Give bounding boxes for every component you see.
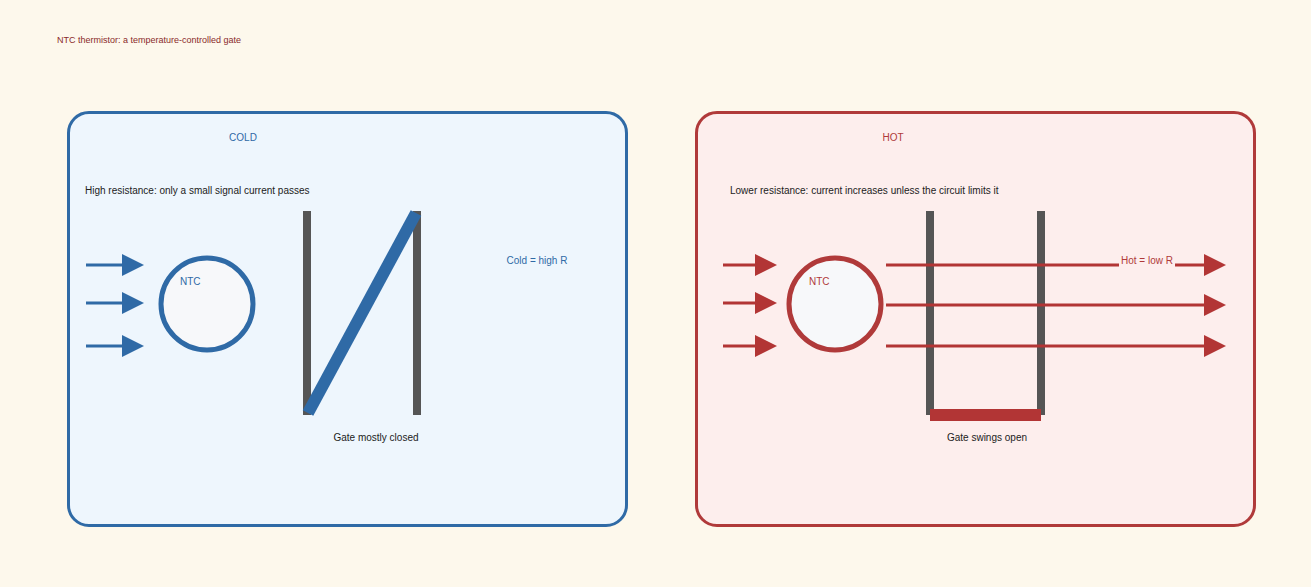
- ntc-circle: NTC: [157, 254, 257, 354]
- panel-heading: COLD: [229, 132, 257, 144]
- circle-outline: [785, 254, 885, 354]
- hot-gate: [926, 211, 1045, 421]
- panel-heading: HOT: [882, 132, 903, 144]
- circle-shape: [789, 258, 881, 350]
- component-label: NTC: [180, 276, 201, 288]
- gate-caption: Gate mostly closed: [333, 432, 418, 444]
- hot-panel: HOT Lower resistance: current increases u…: [695, 111, 1256, 527]
- cold-gate: [303, 211, 421, 415]
- state-label: Cold = high R: [507, 255, 568, 267]
- state-label: Hot = low R: [1119, 255, 1175, 267]
- circle-shape: [161, 258, 253, 350]
- cold-panel: COLD High resistance: only a small signal…: [67, 111, 628, 527]
- panel-note: Lower resistance: current increases unle…: [730, 185, 998, 197]
- hot-through-arrows: [886, 254, 1226, 357]
- panel-fill: [697, 113, 1255, 526]
- panel-fill: [69, 113, 627, 526]
- hot-arrows: [723, 254, 777, 357]
- diagram-title: NTC thermistor: a temperature-controlled…: [57, 34, 241, 46]
- cold-arrows: [86, 254, 144, 357]
- circle-outline: [157, 254, 257, 354]
- ntc-circle: NTC: [785, 254, 885, 354]
- gate-caption: Gate swings open: [947, 432, 1027, 444]
- panel-note: High resistance: only a small signal cur…: [85, 185, 310, 197]
- component-label: NTC: [809, 276, 830, 288]
